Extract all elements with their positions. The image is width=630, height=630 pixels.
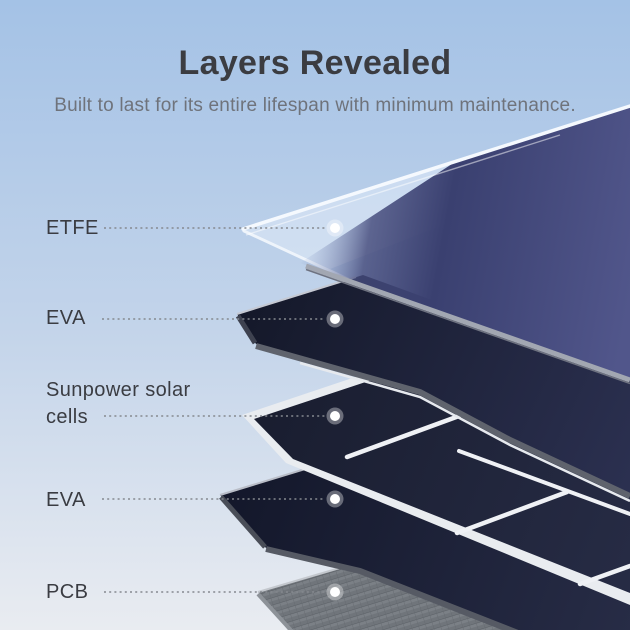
page-title: Layers Revealed [178,44,452,82]
leader-lines [102,227,325,593]
marker-dot-icon [326,490,344,508]
label-etfe: ETFE [46,217,99,239]
layer-eva-top [235,275,630,503]
header: Layers Revealed Built to last for its en… [0,44,630,117]
label-eva-bottom: EVA [46,489,86,511]
marker-dot-icon [326,583,344,601]
marker-dot-icon [326,310,344,328]
layer-panel-navy [300,107,630,385]
marker-dot-icon [326,219,344,237]
label-eva-top: EVA [46,307,86,329]
label-pcb: PCB [46,581,89,603]
label-sunpower-solar-cells: Sunpower solar cells [46,379,191,428]
page-subtitle: Built to last for its entire lifespan wi… [54,95,576,116]
marker-dot-icon [326,407,344,425]
marker-dots [326,219,344,601]
etfe-top-edge [241,104,630,236]
